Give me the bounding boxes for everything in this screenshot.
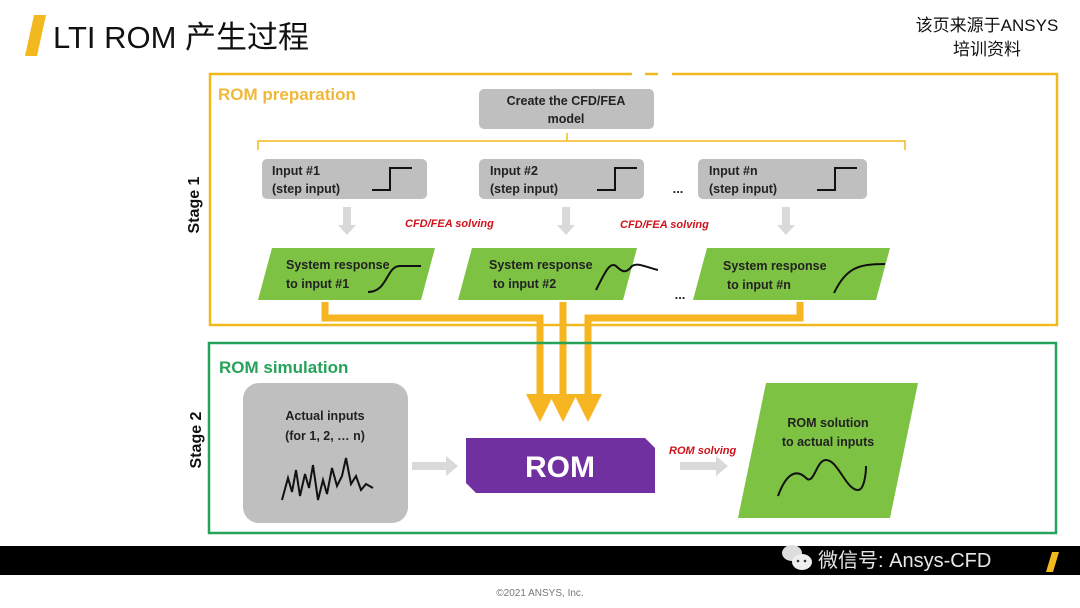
bracket [257,133,906,150]
rom-block: ROM [466,438,655,493]
wechat-icon [782,545,812,570]
page-title: LTI ROM 产生过程 [53,20,309,55]
ellipsis: ... [673,181,684,196]
copyright: ©2021 ANSYS, Inc. [496,588,583,599]
rom-preparation-title: ROM preparation [218,85,356,104]
response-box-1: System response to input #1 [258,248,435,300]
noisy-signal-icon [281,457,374,501]
ellipsis: ... [675,287,686,302]
flow-arrow-1 [321,302,554,422]
input-box-n: Input #n (step input) [698,159,867,199]
rom-solution-box: ROM solution to actual inputs [738,383,918,518]
create-model-box: Create the CFD/FEA model [479,89,654,129]
right-arrow-icon [412,456,458,476]
response-label: to input #2 [493,277,556,291]
input-box-2: Input #2 (step input) [479,159,644,199]
title-slash-icon [25,15,46,56]
step-icon [817,167,857,191]
response-label: System response [286,258,390,272]
response-label: System response [723,259,827,273]
cfd-solving-label-1: CFD/FEA solving [405,218,494,230]
overshoot-curve-icon [595,263,659,291]
response-box-n: System response to input #n [693,248,890,300]
input-label: Input #2 [490,164,538,178]
ansys-logo [1046,552,1059,572]
input-label: Input #1 [272,164,320,178]
create-model-line1: Create the CFD/FEA [507,94,626,108]
input-label: (step input) [490,182,558,196]
actual-inputs-line1: Actual inputs [285,409,364,423]
stage2-section: Stage 2 ROM simulation Actual inputs (fo… [188,341,1058,535]
flow-arrow-n [574,302,804,422]
input-box-1: Input #1 (step input) [262,159,427,199]
exp-curve-icon [833,263,886,294]
stage2-label: Stage 2 [188,411,205,468]
step-icon [372,167,412,191]
cfd-solving-label-2: CFD/FEA solving [620,219,709,231]
source-note-line1: 该页来源于ANSYS [916,16,1059,35]
actual-inputs-box: Actual inputs (for 1, 2, … n) [243,383,408,523]
input-label: Input #n [709,164,758,178]
rom-solution-line2: to actual inputs [782,435,874,449]
s-curve-icon [367,265,421,293]
input-label: (step input) [709,182,777,196]
down-arrow-icon [338,207,795,235]
stage1-section: Stage 1 ROM preparation Create the CFD/F… [186,72,1059,327]
input-label: (step input) [272,182,340,196]
rom-simulation-title: ROM simulation [219,358,348,377]
response-box-2: System response to input #2 [458,248,659,300]
footer-bar [0,546,1080,575]
create-model-line2: model [548,112,585,126]
source-note-line2: 培训资料 [953,40,1021,59]
watermark: 微信号: Ansys-CFD [818,549,991,572]
response-label: to input #n [727,278,791,292]
response-label: to input #1 [286,277,349,291]
solution-curve-icon [777,458,867,497]
actual-inputs-line2: (for 1, 2, … n) [285,429,365,443]
rom-label: ROM [525,451,595,484]
step-icon [597,167,637,191]
response-label: System response [489,258,593,272]
stage1-label: Stage 1 [186,176,203,233]
rom-solving-label: ROM solving [669,445,737,457]
rom-solution-line1: ROM solution [787,416,868,430]
flow-arrows [321,302,804,422]
right-arrow-icon [680,456,728,476]
